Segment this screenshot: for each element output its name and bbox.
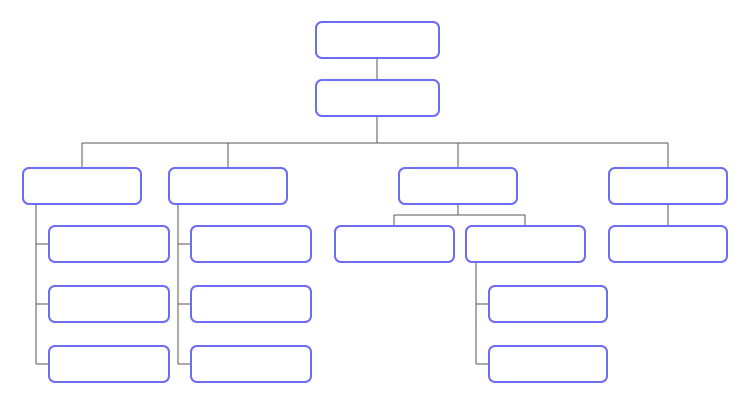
- org-node-n16[interactable]: [488, 285, 608, 323]
- org-node-n15[interactable]: [608, 225, 728, 263]
- org-node-n6[interactable]: [608, 167, 728, 205]
- org-node-n8[interactable]: [48, 285, 170, 323]
- org-node-n13[interactable]: [334, 225, 455, 263]
- org-node-n4[interactable]: [168, 167, 288, 205]
- org-node-n7[interactable]: [48, 225, 170, 263]
- org-node-n1[interactable]: [315, 21, 440, 59]
- org-node-n12[interactable]: [190, 345, 312, 383]
- org-node-n2[interactable]: [315, 79, 440, 117]
- org-node-n3[interactable]: [22, 167, 142, 205]
- org-node-n11[interactable]: [190, 285, 312, 323]
- org-node-n9[interactable]: [48, 345, 170, 383]
- org-node-n17[interactable]: [488, 345, 608, 383]
- org-node-n14[interactable]: [465, 225, 586, 263]
- org-node-n10[interactable]: [190, 225, 312, 263]
- org-node-n5[interactable]: [398, 167, 518, 205]
